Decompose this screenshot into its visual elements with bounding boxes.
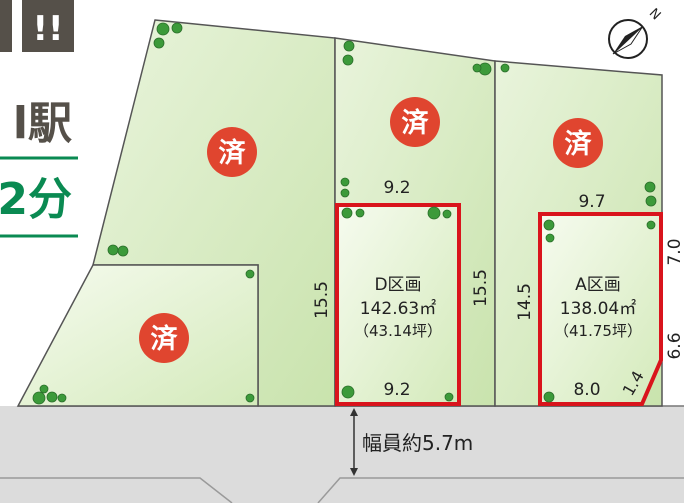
banner: !! l駅 2分 bbox=[0, 0, 78, 238]
lot-a-outline bbox=[538, 212, 663, 406]
banner-badge bbox=[22, 0, 74, 52]
lot-a-right-lower: 6.6 bbox=[665, 332, 684, 359]
lot-d-tsubo: （43.14坪） bbox=[354, 322, 442, 340]
lot-d-info: D区画 142.63㎡ （43.14坪） 9.2 9.2 15.5 15.5 bbox=[312, 178, 491, 400]
lot-a-right-upper: 7.0 bbox=[665, 238, 684, 265]
lot-d-left-depth: 15.5 bbox=[312, 281, 332, 319]
sold-badge-text: 済 bbox=[219, 137, 247, 169]
compass-icon: N bbox=[608, 6, 663, 59]
sold-badge-text: 済 bbox=[402, 107, 430, 139]
sold-badge-southwest: 済 bbox=[139, 313, 189, 363]
road-lower-curb bbox=[0, 477, 684, 503]
lot-d-outline bbox=[335, 203, 461, 406]
lot-a-tsubo: （41.75坪） bbox=[554, 322, 642, 340]
lot-a-top-width: 9.7 bbox=[578, 192, 605, 212]
sold-badge-middle: 済 bbox=[390, 97, 440, 147]
lot-d-top-width: 9.2 bbox=[383, 178, 410, 198]
lot-d-area: 142.63㎡ bbox=[360, 299, 436, 319]
shrub-cluster bbox=[32, 22, 657, 405]
sold-badge-east: 済 bbox=[553, 118, 603, 168]
sold-badge-northwest: 済 bbox=[207, 127, 257, 177]
banner-badge-text: !! bbox=[32, 9, 63, 49]
lot-d-bottom-width: 9.2 bbox=[383, 380, 410, 400]
sold-badge-text: 済 bbox=[151, 323, 179, 355]
banner-dark-box bbox=[0, 0, 12, 52]
road-width-indicator: 幅員約5.7m bbox=[350, 408, 473, 476]
banner-station: l駅 bbox=[13, 98, 72, 149]
road-width-label: 幅員約5.7m bbox=[362, 431, 473, 455]
lot-d-name: D区画 bbox=[374, 275, 421, 295]
lot-a-bottom-width: 8.0 bbox=[573, 380, 600, 400]
banner-minutes: 2分 bbox=[0, 174, 72, 225]
sold-badge-text: 済 bbox=[565, 128, 593, 160]
compass-north-label: N bbox=[646, 6, 663, 23]
lot-d-right-depth: 15.5 bbox=[471, 269, 491, 307]
sold-lot-southwest bbox=[16, 264, 259, 407]
lot-a-name: A区画 bbox=[575, 275, 621, 295]
road bbox=[0, 406, 684, 503]
lot-a-left-depth: 14.5 bbox=[515, 283, 535, 321]
lot-a-area: 138.04㎡ bbox=[560, 299, 636, 319]
